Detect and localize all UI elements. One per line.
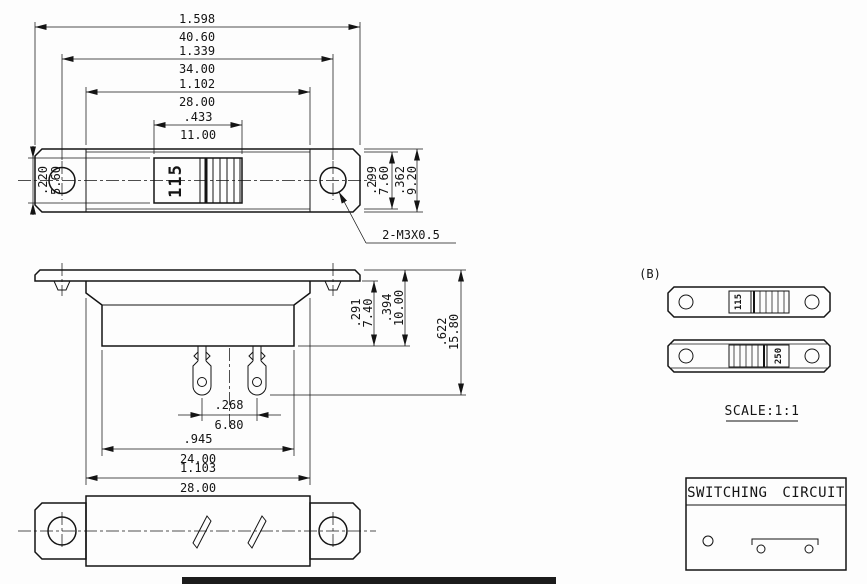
terminal-slot [192,515,212,549]
variant-marking-250: 250 [774,348,784,364]
mounting-flange [34,269,361,282]
solder-terminal [192,346,212,396]
detail-switch-115: 115 [667,286,831,318]
screw-boss-right [324,280,342,291]
circuit-box-title: SWITCHING CIRCUIT [687,485,845,501]
slider-opening [153,157,243,204]
dim-base-width-mm: 24.00 [180,452,216,466]
switch-body [85,281,311,347]
side-view [34,263,361,430]
thread-note: 2-M3X0.5 [382,228,440,242]
switch-symbol [751,538,819,554]
solder-terminal [247,346,267,396]
dim-body-depth-mm: 7.40 [361,299,375,328]
dim-hole-spacing-inch: 1.339 [179,44,215,58]
dim-body-width-inch: 1.102 [179,77,215,91]
dim-opening-height-mm: 5.60 [49,166,63,195]
indicator-circle [702,535,714,547]
detail-view-b: (B) 115 [639,267,831,422]
dim-slider-opening-inch: .433 [184,110,213,124]
screw-boss-left [53,280,71,291]
side-view-dimensions: .291 7.40 .394 10.00 .622 15.80 .268 6.8… [85,269,466,495]
detail-label: (B) [639,267,661,281]
bottom-view [18,495,376,567]
dim-hole-spacing-mm: 34.00 [179,62,215,76]
variant-marking-115: 115 [734,294,744,310]
dim-terminal-pitch-mm: 6.80 [215,418,244,432]
dim-side-body-width-inch: 1.103 [180,461,216,475]
slider-knob [199,157,241,204]
dim-body-width-mm: 28.00 [179,95,215,109]
thread-leader-line [338,191,367,244]
front-view-dimensions: 1.598 40.60 1.339 34.00 1.102 28.00 .433… [28,12,456,244]
dim-terminal-pitch-inch: .268 [215,398,244,412]
dim-overall-height-mm: 9.20 [405,166,419,195]
dim-mount-depth-inch: .394 [380,294,394,323]
circuit-box-border [685,477,847,571]
circuit-box: SWITCHING CIRCUIT [685,477,847,571]
dim-step-height-inch: .299 [365,166,379,195]
dim-total-depth-inch: .622 [435,318,449,347]
front-view: 115 [18,148,376,213]
scan-artifact-bar [182,577,556,584]
dim-side-body-width-mm: 28.00 [180,481,216,495]
dim-body-depth-inch: .291 [349,299,363,328]
dim-overall-height-inch: .362 [393,166,407,195]
dim-overall-mm: 40.60 [179,30,215,44]
scale-note: SCALE:1:1 [725,404,800,419]
dim-overall-inch: 1.598 [179,12,215,26]
dim-slider-opening-mm: 11.00 [180,128,216,142]
dim-step-height-mm: 7.60 [377,166,391,195]
dim-mount-depth-mm: 10.00 [392,290,406,326]
terminal-slot [247,515,267,549]
front-view-outline [34,148,361,213]
detail-switch-250: 250 [667,339,831,373]
dim-opening-height-inch: .220 [36,166,50,195]
dim-base-width-inch: .945 [184,432,213,446]
voltage-marking: 115 [166,164,186,198]
dim-total-depth-mm: 15.80 [447,314,461,350]
